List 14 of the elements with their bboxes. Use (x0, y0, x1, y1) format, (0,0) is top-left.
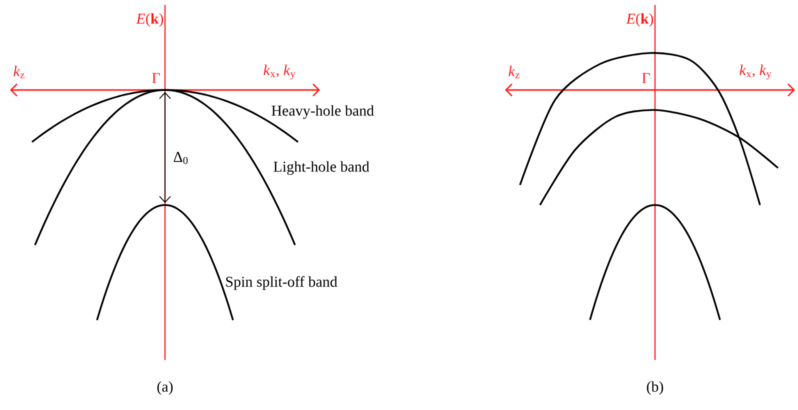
axis-label: Γ (152, 73, 160, 83)
axis-label: Γ (642, 73, 650, 83)
panel-label: (a) (157, 381, 173, 395)
axis-label: k$_{z}$ (14, 66, 24, 78)
band-label: Heavy-hole band (272, 105, 374, 119)
panel-label: (b) (646, 381, 664, 395)
band-label: Spin split-off band (226, 276, 338, 290)
axis-label: E(k) (626, 13, 654, 27)
axis-label: k$_{x}$, k$_{y}$ (740, 64, 772, 80)
axis-label: k$_{z}$ (508, 66, 520, 78)
gap-label: Δ$_{0}$ (174, 152, 188, 164)
axis-label: E(k) (136, 13, 164, 27)
band-label: Light-hole band (274, 161, 370, 175)
axis-label: k$_{x}$, k$_{y}$ (264, 64, 296, 80)
